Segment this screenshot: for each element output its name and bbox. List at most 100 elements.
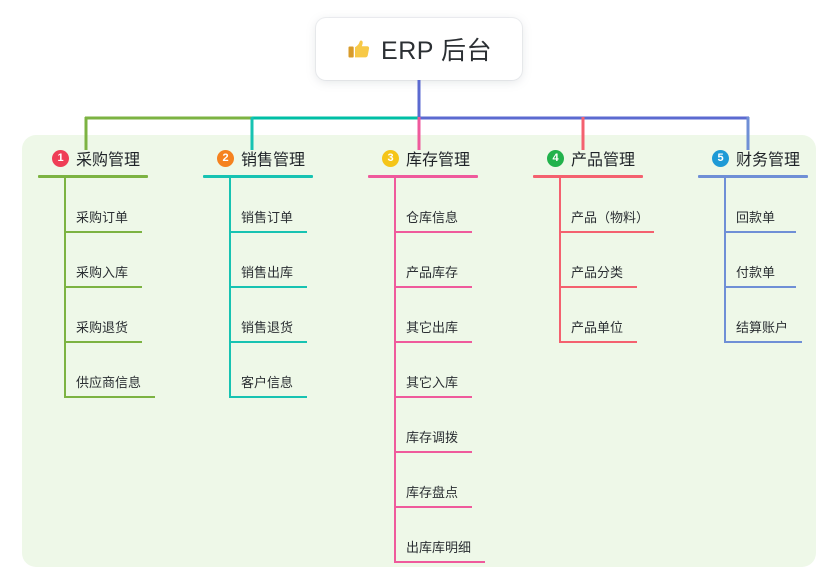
leaf-item-label: 付款单 — [736, 265, 776, 280]
column-4: 4 产品管理产品（物料） 产品分类产品单位 — [533, 146, 654, 343]
leaf-item[interactable]: 仓库信息 — [368, 178, 478, 233]
leaf-item-rule — [394, 451, 472, 453]
leaf-item-rule — [229, 341, 307, 343]
leaf-item-rule — [394, 561, 485, 563]
leaf-item-label: 仓库信息 — [406, 210, 459, 225]
leaf-item[interactable]: 出库库明细 — [368, 508, 485, 563]
leaf-item[interactable]: 产品库存 — [368, 233, 478, 288]
leaf-item[interactable]: 付款单 — [698, 233, 808, 288]
leaf-item-rule — [724, 286, 796, 288]
column-number-badge: 4 — [547, 149, 564, 167]
column-number-badge: 1 — [52, 149, 69, 167]
leaf-item[interactable]: 产品分类 — [533, 233, 643, 288]
leaf-item-label: 采购入库 — [76, 265, 129, 280]
column-header[interactable]: 5 财务管理 — [698, 146, 808, 170]
column-header-rule — [368, 175, 478, 178]
leaf-item-label: 产品单位 — [571, 320, 624, 335]
column-header-rule — [38, 175, 148, 178]
leaf-item-rule — [64, 396, 155, 398]
leaf-item-label: 客户信息 — [241, 375, 294, 390]
leaf-item-label: 库存盘点 — [406, 485, 459, 500]
column-header[interactable]: 1 采购管理 — [38, 146, 148, 170]
column-body: 销售订单销售出库销售退货客户信息 — [203, 178, 313, 398]
leaf-item-rule — [394, 341, 472, 343]
column-3: 3 库存管理仓库信息产品库存其它出库其它入库库存调拨库存盘点出库库明细 — [368, 146, 485, 563]
leaf-item[interactable]: 结算账户 — [698, 288, 808, 343]
column-body: 产品（物料） 产品分类产品单位 — [533, 178, 654, 343]
column-body: 回款单付款单结算账户 — [698, 178, 808, 343]
leaf-item-rule — [229, 286, 307, 288]
leaf-item-label: 回款单 — [736, 210, 776, 225]
leaf-item[interactable]: 供应商信息 — [38, 343, 155, 398]
leaf-item[interactable]: 采购订单 — [38, 178, 148, 233]
column-header[interactable]: 4 产品管理 — [533, 146, 643, 170]
column-title: 产品管理 — [571, 152, 636, 169]
column-header-rule — [533, 175, 643, 178]
leaf-item-rule — [559, 341, 637, 343]
leaf-item-rule — [229, 231, 307, 233]
leaf-item-rule — [64, 286, 142, 288]
leaf-item[interactable]: 采购退货 — [38, 288, 148, 343]
leaf-item-rule — [64, 231, 142, 233]
leaf-item-label: 结算账户 — [736, 320, 789, 335]
leaf-item[interactable]: 销售出库 — [203, 233, 313, 288]
leaf-item-rule — [394, 231, 472, 233]
leaf-item-label: 采购订单 — [76, 210, 129, 225]
column-title: 财务管理 — [736, 152, 801, 169]
leaf-item[interactable]: 其它出库 — [368, 288, 478, 343]
leaf-item-rule — [394, 396, 472, 398]
column-trunk-line — [64, 178, 66, 398]
leaf-item-label: 出库库明细 — [406, 540, 472, 555]
leaf-item-rule — [394, 506, 472, 508]
root-node[interactable]: ERP 后台 — [316, 18, 522, 80]
leaf-item-rule — [559, 231, 654, 233]
column-1: 1 采购管理采购订单采购入库采购退货供应商信息 — [38, 146, 155, 398]
column-trunk-line — [724, 178, 726, 343]
leaf-item-label: 产品分类 — [571, 265, 624, 280]
leaf-item[interactable]: 采购入库 — [38, 233, 148, 288]
column-header-rule — [698, 175, 808, 178]
column-number-badge: 3 — [382, 149, 399, 167]
leaf-item-label: 其它出库 — [406, 320, 459, 335]
leaf-item-label: 销售订单 — [241, 210, 294, 225]
leaf-item-rule — [724, 341, 802, 343]
column-title: 采购管理 — [76, 152, 141, 169]
leaf-item[interactable]: 其它入库 — [368, 343, 478, 398]
leaf-item-rule — [394, 286, 472, 288]
leaf-item-label: 产品库存 — [406, 265, 459, 280]
column-header-rule — [203, 175, 313, 178]
leaf-item[interactable]: 库存调拨 — [368, 398, 478, 453]
column-header[interactable]: 3 库存管理 — [368, 146, 478, 170]
thumbs-up-icon — [346, 36, 372, 62]
leaf-item-label: 销售出库 — [241, 265, 294, 280]
column-trunk-line — [559, 178, 561, 343]
leaf-item-rule — [229, 396, 307, 398]
leaf-item-label: 其它入库 — [406, 375, 459, 390]
column-number-badge: 2 — [217, 149, 234, 167]
column-trunk-line — [394, 178, 396, 563]
leaf-item[interactable]: 销售退货 — [203, 288, 313, 343]
leaf-item[interactable]: 产品单位 — [533, 288, 643, 343]
leaf-item-rule — [559, 286, 637, 288]
leaf-item-label: 销售退货 — [241, 320, 294, 335]
leaf-item[interactable]: 产品（物料） — [533, 178, 654, 233]
root-node-title: ERP 后台 — [381, 37, 492, 65]
leaf-item-rule — [64, 341, 142, 343]
leaf-item[interactable]: 库存盘点 — [368, 453, 478, 508]
column-title: 库存管理 — [406, 152, 471, 169]
leaf-item-label: 采购退货 — [76, 320, 129, 335]
leaf-item[interactable]: 销售订单 — [203, 178, 313, 233]
leaf-item[interactable]: 客户信息 — [203, 343, 313, 398]
column-number-badge: 5 — [712, 149, 729, 167]
content-panel — [22, 135, 816, 567]
leaf-item-rule — [724, 231, 796, 233]
column-body: 采购订单采购入库采购退货供应商信息 — [38, 178, 155, 398]
leaf-item[interactable]: 回款单 — [698, 178, 808, 233]
column-5: 5 财务管理回款单付款单结算账户 — [698, 146, 808, 343]
root-node-content: ERP 后台 — [346, 31, 492, 67]
column-body: 仓库信息产品库存其它出库其它入库库存调拨库存盘点出库库明细 — [368, 178, 485, 563]
column-trunk-line — [229, 178, 231, 398]
leaf-item-label: 产品（物料） — [571, 210, 650, 225]
